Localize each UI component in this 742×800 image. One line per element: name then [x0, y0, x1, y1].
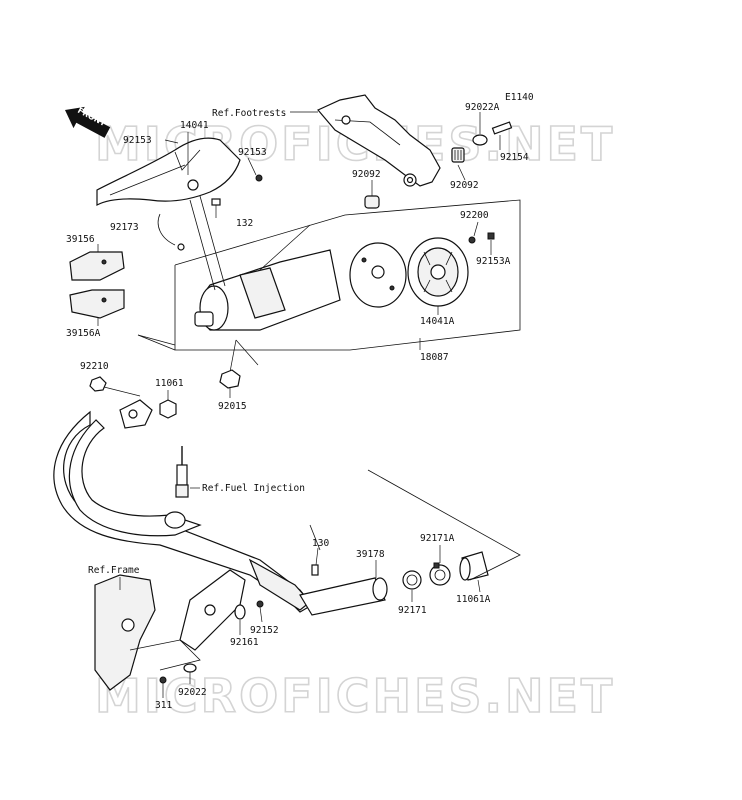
label-92092-top: 92092	[450, 180, 479, 191]
label-130: 130	[312, 538, 329, 549]
label-18087: 18087	[420, 352, 449, 363]
nut-92153-mid-icon	[255, 174, 263, 182]
clamp-92173-icon	[157, 213, 176, 246]
label-311: 311	[155, 700, 172, 711]
front-arrow-icon	[65, 106, 111, 138]
plate-39156A-icon	[69, 289, 125, 319]
label-14041A: 14041A	[420, 316, 455, 327]
clamp-92171A-icon	[429, 562, 451, 586]
label-92015: 92015	[218, 401, 247, 412]
label-14041: 14041	[180, 120, 209, 131]
nut-92210-icon	[89, 376, 107, 392]
muffler-assembly-18087	[137, 199, 521, 351]
oxygen-sensor-icon	[175, 446, 189, 498]
label-92200: 92200	[460, 210, 489, 221]
label-92092-mid: 92092	[352, 169, 381, 180]
bolt-92154-icon	[491, 121, 513, 135]
diagram-code: E1140	[505, 92, 534, 103]
bushing-92092-top-icon	[451, 147, 465, 163]
frame-bracket	[94, 569, 246, 691]
label-92153-top: 92153	[123, 135, 152, 146]
label-39156A: 39156A	[66, 328, 101, 339]
label-92153-mid: 92153	[238, 147, 267, 158]
gasket-11061A-icon	[459, 551, 489, 581]
exhaust-pipe	[53, 399, 313, 613]
footrest-bracket	[317, 94, 441, 187]
spacer-92161-icon	[234, 604, 246, 620]
label-11061: 11061	[155, 378, 184, 389]
bolt-130-icon	[311, 564, 319, 576]
label-92153A: 92153A	[476, 256, 511, 267]
watermark-bottom: MICROFICHES.NET	[95, 669, 615, 723]
silencer-pipe-39178-icon	[299, 577, 388, 616]
bolt-92152-icon	[256, 600, 264, 608]
label-39178: 39178	[356, 549, 385, 560]
ref-frame: Ref.Frame	[88, 565, 140, 576]
bushing-92092-mid-icon	[364, 195, 380, 209]
plate-39156-icon	[69, 251, 125, 281]
label-92161: 92161	[230, 637, 259, 648]
label-92154: 92154	[500, 152, 529, 163]
label-92022A: 92022A	[465, 102, 500, 113]
nut-92015-icon	[219, 369, 241, 389]
bolt-311-icon	[159, 676, 167, 684]
ref-fuel-injection: Ref.Fuel Injection	[202, 483, 305, 494]
label-132: 132	[236, 218, 253, 229]
label-92171A: 92171A	[420, 533, 455, 544]
ref-footrests: Ref.Footrests	[212, 108, 286, 119]
label-92173: 92173	[110, 222, 139, 233]
bolt-92153A-icon	[487, 232, 495, 240]
label-39156: 39156	[66, 234, 95, 245]
label-92152: 92152	[250, 625, 279, 636]
washer-92022-icon	[183, 663, 197, 673]
gasket-11061-icon	[159, 399, 177, 419]
washer-92022A-icon	[472, 134, 488, 146]
bolt-132-icon	[211, 198, 221, 206]
nut-92200-icon	[468, 236, 476, 244]
heat-guard-14041	[96, 137, 241, 207]
label-92210: 92210	[80, 361, 109, 372]
label-92171: 92171	[398, 605, 427, 616]
label-92022: 92022	[178, 687, 207, 698]
clamp-92171-icon	[402, 570, 422, 590]
label-11061A: 11061A	[456, 594, 491, 605]
